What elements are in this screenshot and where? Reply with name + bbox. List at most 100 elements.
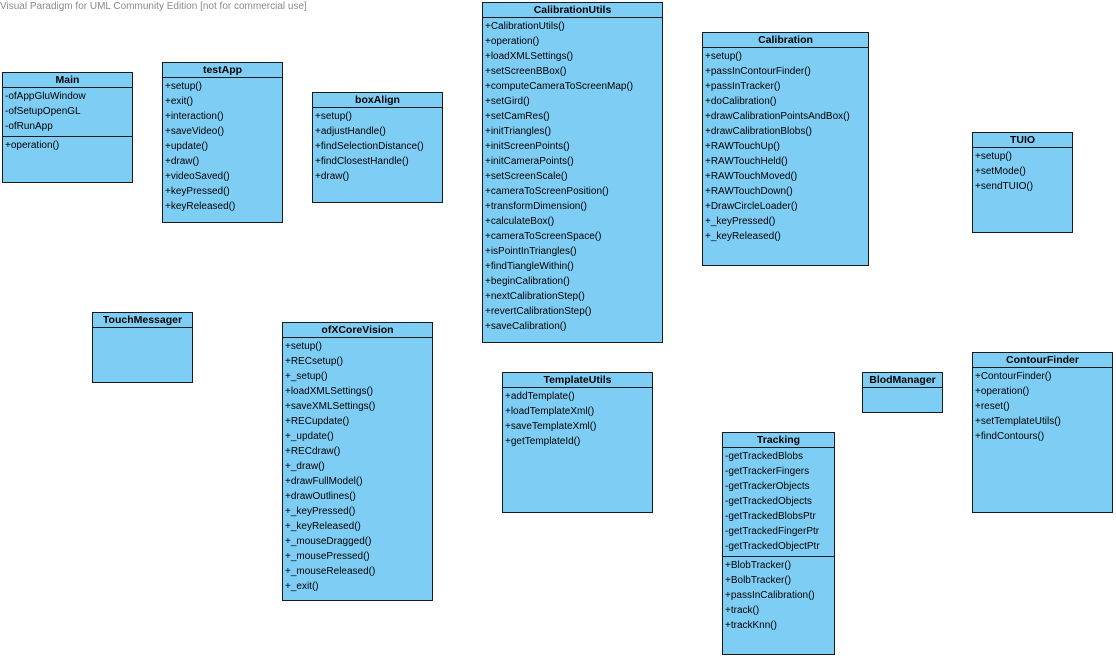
class-operation: +loadTemplateXml(): [505, 406, 595, 417]
class-name: TemplateUtils: [503, 373, 652, 388]
operations-compartment: [93, 328, 192, 331]
class-operation: +operation(): [485, 36, 540, 47]
class-operation: +nextCalibrationStep(): [485, 291, 585, 302]
class-blobmanager[interactable]: BlodManager: [862, 372, 943, 413]
class-operation: +draw(): [315, 171, 350, 182]
class-attribute: -getTrackedBlobs: [725, 451, 803, 462]
operations-compartment: +BlobTracker()+BolbTracker()+passInCalib…: [723, 557, 834, 635]
class-operation: +keyReleased(): [165, 201, 236, 212]
operations-compartment: +setup()+setMode()+sendTUIO(): [973, 148, 1072, 196]
class-calibrationutils[interactable]: CalibrationUtils +CalibrationUtils()+ope…: [482, 2, 663, 343]
class-operation: +initTriangles(): [485, 126, 552, 137]
class-name: TouchMessager: [93, 313, 192, 328]
class-attribute: -getTrackedObjects: [725, 496, 812, 507]
class-name: TUIO: [973, 133, 1072, 148]
class-attribute: -ofRunApp: [5, 121, 53, 132]
class-operation: +findClosestHandle(): [315, 156, 409, 167]
class-operation: +drawOutlines(): [285, 491, 356, 502]
class-tracking[interactable]: Tracking -getTrackedBlobs -getTrackerFing…: [722, 432, 835, 655]
class-operation: +CalibrationUtils(): [485, 21, 565, 32]
class-attribute: -getTrackedFingerPtr: [725, 526, 820, 537]
class-operation: +cameraToScreenPosition(): [485, 186, 609, 197]
class-operation: +RAWTouchDown(): [705, 186, 793, 197]
class-operation: +RAWTouchMoved(): [705, 171, 798, 182]
class-operation: +_mouseDragged(): [285, 536, 372, 547]
class-operation: +saveTemplateXml(): [505, 421, 597, 432]
class-operation: +RECdraw(): [285, 446, 341, 457]
class-operation: +RAWTouchUp(): [705, 141, 780, 152]
class-operation: +setTemplateUtils(): [975, 416, 1061, 427]
class-operation: +setScreenBBox(): [485, 66, 567, 77]
class-name: Calibration: [703, 33, 868, 48]
class-operation: +interaction(): [165, 111, 224, 122]
operations-compartment: +setup() +passInContourFinder() +passInTra…: [703, 48, 868, 246]
class-operation: +getTemplateId(): [505, 436, 581, 447]
class-operation: +update(): [165, 141, 209, 152]
class-tuio[interactable]: TUIO +setup()+setMode()+sendTUIO(): [972, 132, 1073, 233]
class-operation: +setup(): [165, 81, 202, 92]
class-operation: +keyPressed(): [165, 186, 230, 197]
class-touchmessager[interactable]: TouchMessager: [92, 312, 193, 383]
class-operation: +_update(): [285, 431, 334, 442]
class-operation: +RECsetup(): [285, 356, 344, 367]
class-operation: +track(): [725, 605, 760, 616]
class-operation: +exit(): [165, 96, 194, 107]
class-operation: +adjustHandle(): [315, 126, 386, 137]
class-operation: +transformDimension(): [485, 201, 587, 212]
class-name: ofXCoreVision: [283, 323, 432, 338]
class-boxalign[interactable]: boxAlign +setup()+adjustHandle()+findSel…: [312, 92, 443, 203]
operations-compartment: [863, 388, 942, 391]
operations-compartment: +addTemplate() +loadTemplateXml() +saveTem…: [503, 388, 652, 451]
class-testapp[interactable]: testApp +setup()+exit()+interaction()+sa…: [162, 62, 283, 223]
class-operation: +drawCalibrationPointsAndBox(): [705, 111, 850, 122]
class-operation: +setScreenScale(): [485, 171, 568, 182]
class-operation: +_exit(): [285, 581, 319, 592]
class-operation: +findSelectionDistance(): [315, 141, 424, 152]
operations-compartment: +CalibrationUtils()+operation()+loadXMLS…: [483, 18, 662, 336]
class-operation: +sendTUIO(): [975, 181, 1034, 192]
class-operation: +initScreenPoints(): [485, 141, 570, 152]
class-attribute: -getTrackerFingers: [725, 466, 810, 477]
class-operation: +loadXMLSettings(): [285, 386, 374, 397]
class-operation: +draw(): [165, 156, 200, 167]
class-name: ContourFinder: [973, 353, 1112, 368]
class-operation: +computeCameraToScreenMap(): [485, 81, 634, 92]
class-name: Tracking: [723, 433, 834, 448]
class-name: BlodManager: [863, 373, 942, 388]
class-calibration[interactable]: Calibration +setup() +passInContourFinder…: [702, 32, 869, 266]
operations-compartment: +setup()+adjustHandle()+findSelectionDis…: [313, 108, 442, 186]
class-operation: +operation(): [975, 386, 1030, 397]
class-operation: +operation(): [5, 140, 60, 151]
class-attribute: -getTrackerObjects: [725, 481, 810, 492]
class-attribute: -ofAppGluWindow: [5, 91, 86, 102]
class-operation: +setup(): [705, 51, 742, 62]
class-operation: +_mouseReleased(): [285, 566, 376, 577]
class-attribute: -ofSetupOpenGL: [5, 106, 81, 117]
class-operation: +BolbTracker(): [725, 575, 792, 586]
class-contourfinder[interactable]: ContourFinder +ContourFinder() +operation…: [972, 352, 1113, 513]
attributes-compartment: -getTrackedBlobs -getTrackerFingers -getTr…: [723, 448, 834, 557]
class-operation: +_draw(): [285, 461, 325, 472]
class-operation: +doCalibration(): [705, 96, 777, 107]
class-operation: +ContourFinder(): [975, 371, 1052, 382]
class-operation: +RAWTouchHeld(): [705, 156, 788, 167]
class-main[interactable]: Main -ofAppGluWindow -ofSetupOpenGL -ofRun…: [2, 72, 133, 183]
class-operation: +_keyReleased(): [705, 231, 781, 242]
class-operation: +cameraToScreenSpace(): [485, 231, 602, 242]
class-ofxcorevision[interactable]: ofXCoreVision +setup() +RECsetup() +_setup…: [282, 322, 433, 601]
class-operation: +passInTracker(): [705, 81, 781, 92]
class-operation: +calculateBox(): [485, 216, 555, 227]
class-name: Main: [3, 73, 132, 88]
class-operation: +setup(): [285, 341, 322, 352]
attributes-compartment: -ofAppGluWindow -ofSetupOpenGL -ofRunApp: [3, 88, 132, 137]
class-operation: +BlobTracker(): [725, 560, 792, 571]
watermark-text: Visual Paradigm for UML Community Editio…: [0, 1, 307, 12]
class-operation: +_setup(): [285, 371, 328, 382]
operations-compartment: +operation(): [3, 137, 132, 155]
class-operation: +passInContourFinder(): [705, 66, 811, 77]
class-operation: +_keyPressed(): [285, 506, 356, 517]
class-operation: +addTemplate(): [505, 391, 575, 402]
class-operation: +beginCalibration(): [485, 276, 570, 287]
class-operation: +setup(): [975, 151, 1012, 162]
class-templateutils[interactable]: TemplateUtils +addTemplate() +loadTemplat…: [502, 372, 653, 513]
